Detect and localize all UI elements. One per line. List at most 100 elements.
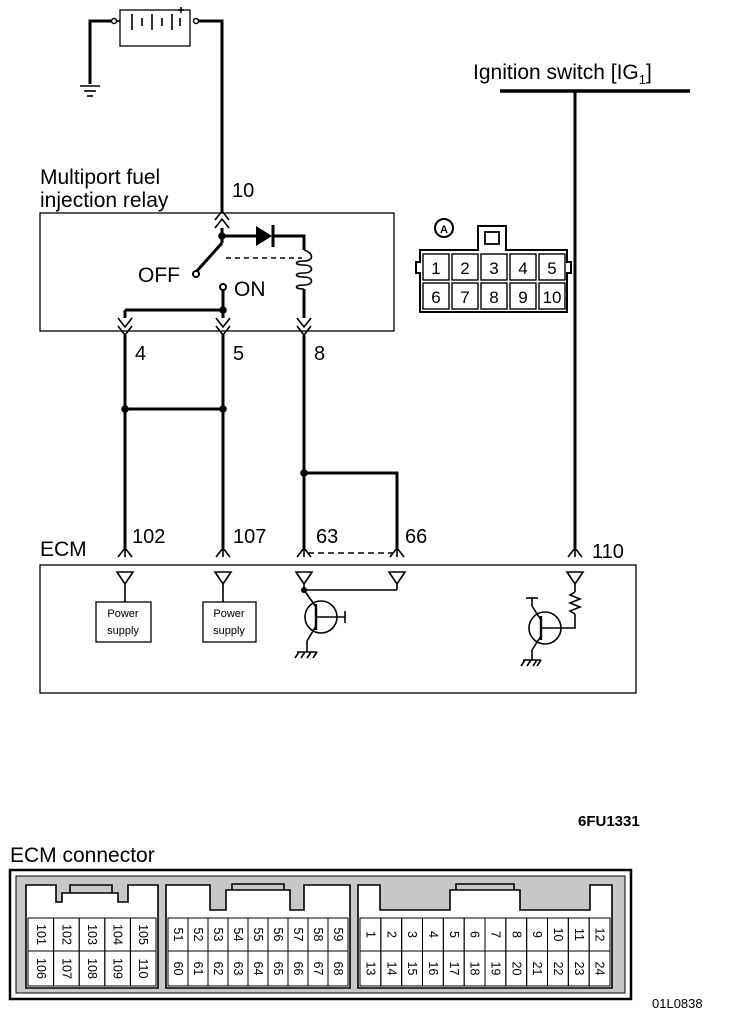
conn-a-pin-7: 7 <box>460 288 469 307</box>
ecm-connector-pin: 54 <box>231 928 245 942</box>
ecm-connector-pin: 52 <box>191 928 205 942</box>
ecm-connector-pin: 20 <box>509 962 523 976</box>
ecm-connector-pin: 60 <box>171 962 185 976</box>
battery-wire <box>198 19 224 212</box>
conn-a-pin-2: 2 <box>460 259 469 278</box>
relay-box <box>39 212 395 332</box>
conn-a-pin-4: 4 <box>518 259 527 278</box>
relay-pin-8: 8 <box>314 343 325 365</box>
ecm-connector-pin: 102 <box>59 924 73 945</box>
ecm-connector-pin: 58 <box>311 928 325 942</box>
ecm-connector-pin: 59 <box>331 928 345 942</box>
ecm-connector-pin: 65 <box>271 962 285 976</box>
ecm-connector-pin: 22 <box>551 962 565 976</box>
ecm-connector-pin: 104 <box>111 924 125 945</box>
ecm-connector-pin: 109 <box>111 958 125 979</box>
ecm-pin-110: 110 <box>592 541 624 563</box>
conn-a-pin-3: 3 <box>489 259 498 278</box>
ecm-connector-pin: 21 <box>530 962 544 976</box>
power-supply-box-2 <box>202 601 257 643</box>
relay-pin-10: 10 <box>232 180 254 202</box>
ecm-inner-terminals <box>115 571 585 586</box>
switch-off-label: OFF <box>138 264 180 287</box>
conn-a-pin-6: 6 <box>431 288 440 307</box>
ecm-connector-pin: 68 <box>331 962 345 976</box>
ecm-connector-pin: 6 <box>468 931 482 938</box>
relay-switch: OFF ON <box>138 236 302 314</box>
ecm-connector-pin: 16 <box>426 962 440 976</box>
conn-a-pin-1: 1 <box>431 259 440 278</box>
ecm-connector-pin: 4 <box>426 931 440 938</box>
diode-icon <box>222 225 306 250</box>
power-supply-2-line1: Power <box>213 608 245 620</box>
ecm-connector-pin: 106 <box>34 958 48 979</box>
ecm-connector-pin: 12 <box>593 928 607 942</box>
transistor-icon <box>294 584 398 659</box>
ecm-connector-pin: 17 <box>447 962 461 976</box>
ground-icon <box>80 19 112 97</box>
ecm-connector-cell <box>129 950 157 987</box>
ecm-pin-102: 102 <box>132 526 165 548</box>
ecm-connector-pin: 56 <box>271 928 285 942</box>
figure-code: 6FU1331 <box>578 813 640 830</box>
ecm-connector-pin: 110 <box>136 959 150 979</box>
conn-a-pin-10: 10 <box>543 288 562 307</box>
input-transistor-icon <box>520 584 583 667</box>
ecm-connector-pin: 10 <box>551 928 565 942</box>
ecm-connector-pin: 8 <box>509 931 523 938</box>
ecm-connector-pin: 15 <box>405 962 419 976</box>
ecm-connector-pin: 51 <box>171 928 185 942</box>
ecm-connector-pin: 66 <box>291 962 305 976</box>
ecm-connector-cell <box>588 950 611 987</box>
power-supply-1-line1: Power <box>107 608 139 620</box>
battery-icon <box>110 7 200 47</box>
ecm-pin-66: 66 <box>405 526 427 548</box>
ecm-connector-pin: 7 <box>488 931 502 938</box>
bottom-code: 01L0838 <box>652 996 703 1011</box>
ecm-connector-pin: 24 <box>593 962 607 976</box>
power-supply-box-1 <box>95 601 152 643</box>
power-supply-2-line2: supply <box>213 625 245 637</box>
ecm-connector-pin: 19 <box>488 962 502 976</box>
conn-a-pin-5: 5 <box>547 259 556 278</box>
ignition-switch-close: ] <box>646 61 652 84</box>
ecm-connector-pin: 64 <box>251 962 265 976</box>
ecm-connector-pin: 11 <box>572 928 586 941</box>
ecm-pin-terminals <box>117 546 583 558</box>
ecm-label: ECM <box>40 538 87 561</box>
ecm-pin-107: 107 <box>233 526 266 548</box>
ecm-connector-pin: 53 <box>211 928 225 942</box>
relay-pin-5: 5 <box>233 343 244 365</box>
ecm-connector-pin: 62 <box>211 962 225 976</box>
ecm-connector-pin: 14 <box>384 962 398 976</box>
conn-a-pin-9: 9 <box>518 288 527 307</box>
ecm-connector-pin: 103 <box>85 924 99 945</box>
ecm-connector-pin: 18 <box>468 962 482 976</box>
relay-name-line1: Multiport fuel <box>40 166 160 189</box>
ignition-switch-text: Ignition switch [IG <box>473 61 639 84</box>
ignition-switch-sub: 1 <box>639 72 646 87</box>
relay-coil-icon <box>295 249 313 318</box>
ecm-connector-pin: 108 <box>85 958 99 979</box>
relay-pin-4: 4 <box>135 343 146 365</box>
switch-on-label: ON <box>234 278 266 301</box>
conn-a-pin-8: 8 <box>489 288 498 307</box>
ecm-connector-pin: 13 <box>363 962 377 976</box>
ecm-connector-pin: 2 <box>384 931 398 938</box>
ecm-connector-pin: 9 <box>530 931 544 938</box>
ecm-connector-pin: 67 <box>311 962 325 976</box>
ecm-connector-pin: 107 <box>59 958 73 979</box>
ecm-box <box>39 564 637 694</box>
ecm-connector-pin: 61 <box>191 962 205 976</box>
ecm-connector-pin: 1 <box>363 931 377 938</box>
power-supply-1-line2: supply <box>107 625 139 637</box>
ecm-connector-pin: 3 <box>405 931 419 938</box>
ecm-connector-pin: 57 <box>291 928 305 942</box>
connector-a: A 1 2 3 4 5 6 7 8 9 10 <box>415 218 572 313</box>
ecm-connector-pin: 101 <box>34 924 48 945</box>
ecm-connector-cell <box>327 950 349 987</box>
ignition-switch-label: Ignition switch [IG1] <box>473 61 652 87</box>
connector-a-label: A <box>440 224 448 236</box>
